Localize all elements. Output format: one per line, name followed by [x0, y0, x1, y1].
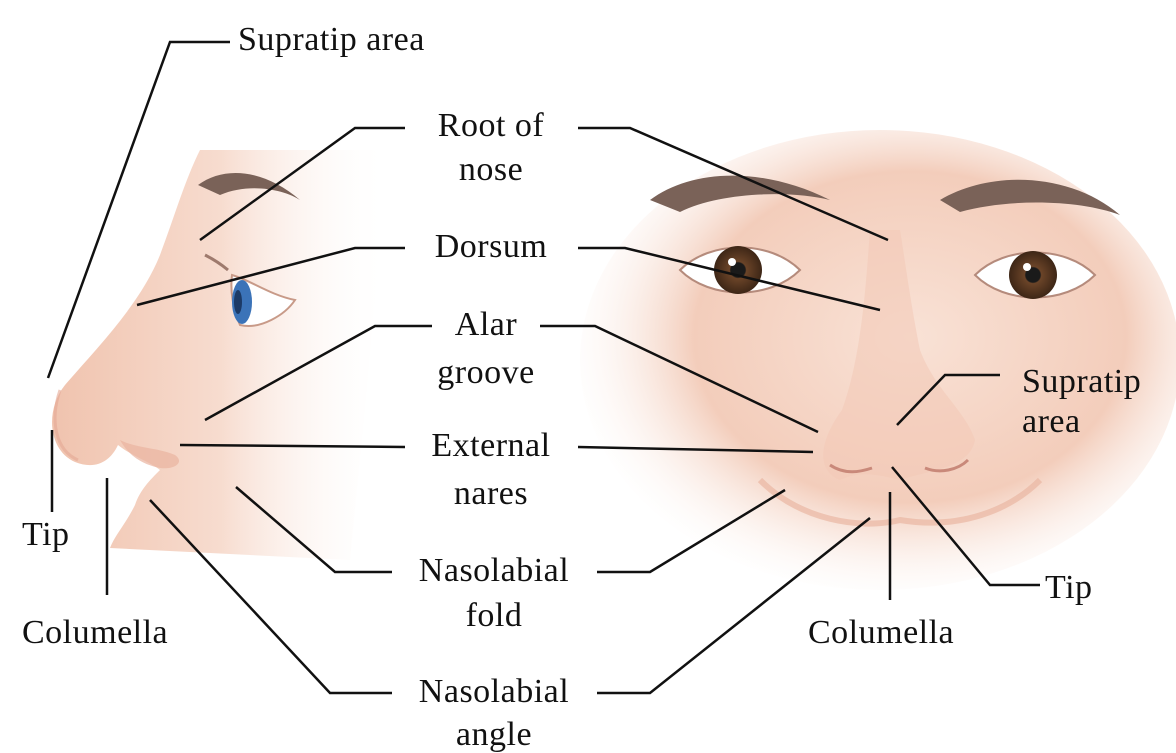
label-supratip-area-right-line1: Supratip	[1022, 364, 1141, 400]
front-left-eye-iris	[714, 246, 762, 294]
label-alar-groove-line2: groove	[437, 355, 534, 391]
label-root-of-nose-line1: Root of	[438, 108, 544, 144]
label-supratip-area-right-line2: area	[1022, 404, 1081, 440]
label-tip-right: Tip	[1045, 570, 1093, 606]
label-columella-right: Columella	[808, 615, 954, 651]
profile-face	[52, 150, 390, 560]
front-right-eye-iris	[1009, 251, 1057, 299]
label-nasolabial-fold-line2: fold	[466, 598, 523, 634]
label-root-of-nose-line2: nose	[459, 152, 523, 188]
label-nasolabial-angle-line1: Nasolabial	[419, 674, 569, 710]
label-dorsum: Dorsum	[435, 229, 548, 265]
label-nasolabial-angle-line2: angle	[456, 717, 532, 753]
label-external-nares-line1: External	[431, 428, 550, 464]
label-supratip-area-top: Supratip area	[238, 22, 425, 58]
label-tip-left: Tip	[22, 517, 70, 553]
label-columella-left: Columella	[22, 615, 168, 651]
label-nasolabial-fold-line1: Nasolabial	[419, 553, 569, 589]
label-external-nares-line2: nares	[454, 476, 528, 512]
label-alar-groove-line1: Alar	[455, 307, 517, 343]
